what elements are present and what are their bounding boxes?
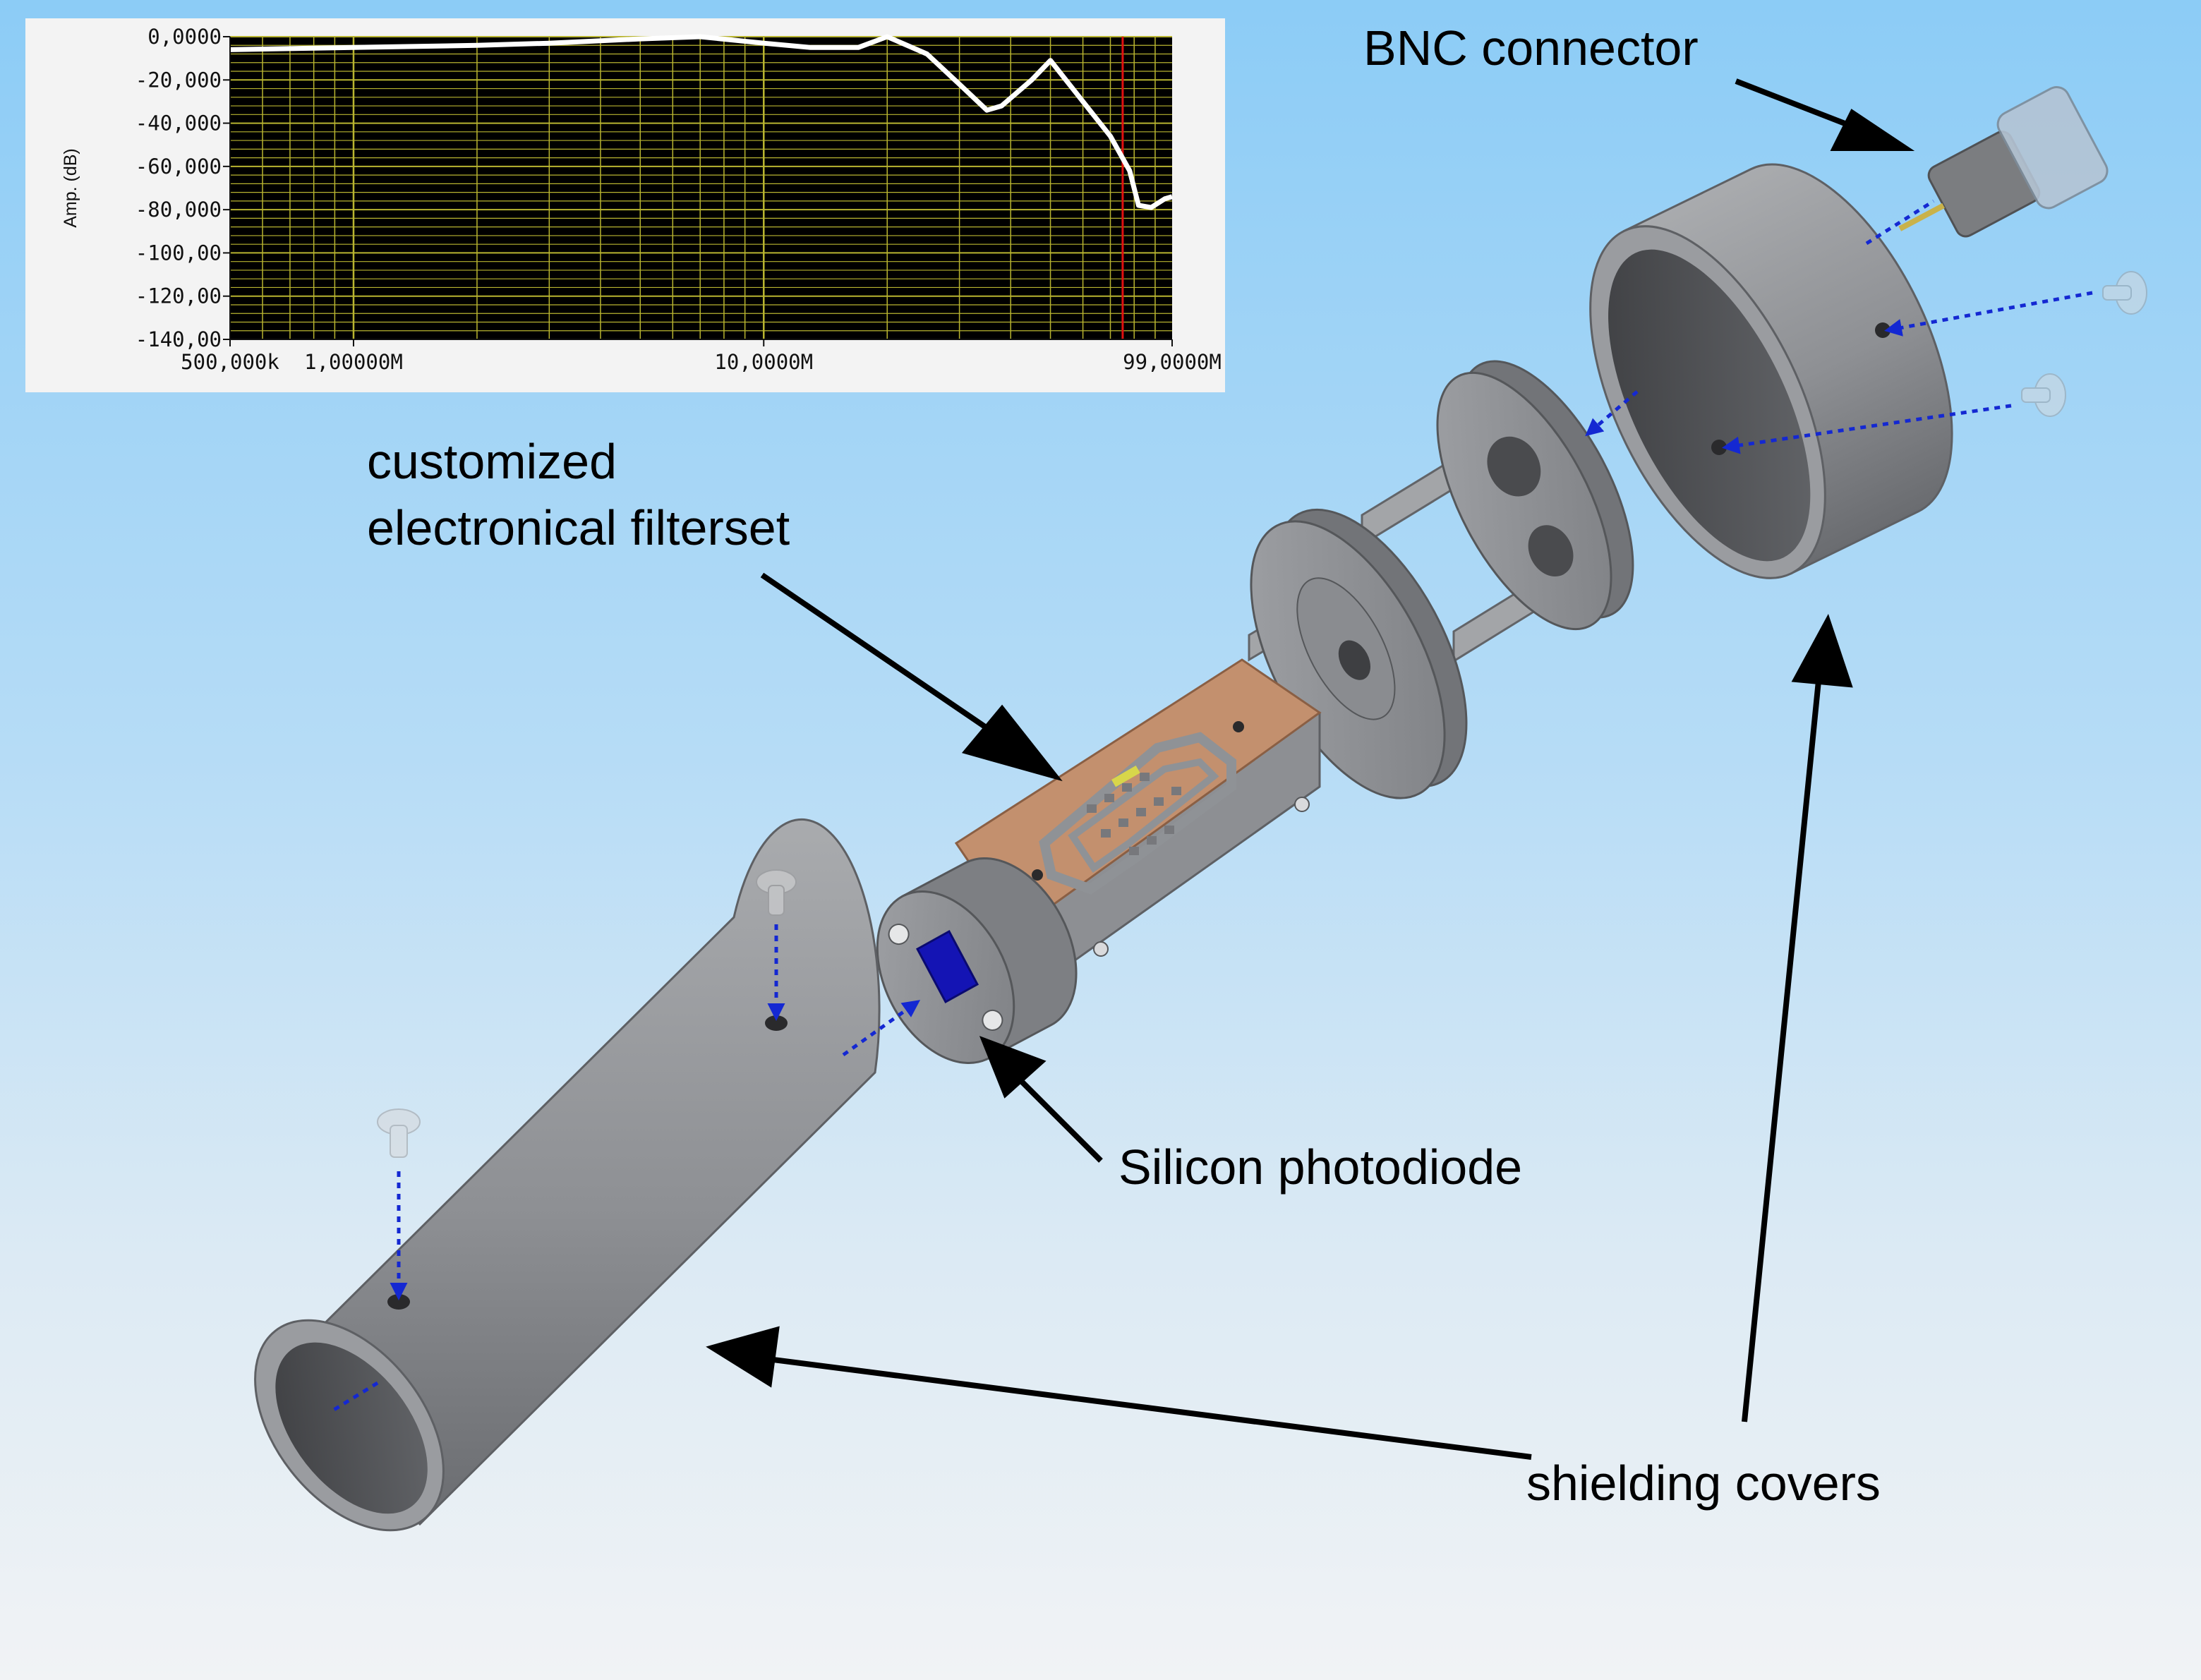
x-tick-label: 10,0000M [714,350,813,374]
frequency-response-chart: 0,0000 -20,000 -40,000 -60,000 -80,000 -100,0… [25,18,1225,392]
screw [2021,373,2066,417]
screw-hole [765,1015,788,1031]
arrowhead-bnc [1830,109,1915,151]
label-shielding-covers: shielding covers [1526,1456,1881,1511]
screw [377,1108,421,1158]
bnc-connector [1898,86,2109,238]
y-tick-label: -80,000 [135,198,222,222]
shielding-cover-small [254,818,881,1532]
y-tick-label: -20,000 [135,68,222,92]
label-filterset-line1: customized [367,434,617,489]
x-tick-label: 1,00000M [304,350,403,374]
screw-hole [1711,440,1727,455]
component-grid [1087,773,1181,855]
y-tick-label: 0,0000 [147,25,222,49]
arrowhead-photodiode [979,1036,1047,1099]
flange-disk [1436,360,1634,631]
screw [2102,271,2147,315]
label-filterset-line2: electronical filterset [367,500,790,555]
x-tick-labels: 500,000k 1,00000M 10,0000M 99,0000M [181,339,1222,374]
arrowhead-filterset [961,704,1063,782]
y-tick-label: -40,000 [135,111,222,135]
y-tick-label: -60,000 [135,155,222,179]
y-tick-label: -140,00 [135,327,222,351]
shielding-cover-large [1589,163,1953,579]
y-tick-label: -120,00 [135,284,222,308]
plot-area [230,37,1172,339]
label-silicon-photodiode: Silicon photodiode [1118,1140,1523,1195]
y-axis-label: Amp. (dB) [61,148,80,228]
y-tick-label: -100,00 [135,241,222,265]
amplitude-trace [229,34,1173,210]
arrowhead-cover-large [1791,613,1853,688]
label-bnc-connector: BNC connector [1363,20,1699,75]
chart-svg: 0,0000 -20,000 -40,000 -60,000 -80,000 -100,0… [61,25,1222,374]
arrowhead-cover-small [706,1326,780,1388]
flange-disk [1250,508,1468,799]
y-tick-labels: 0,0000 -20,000 -40,000 -60,000 -80,000 -100,0… [135,25,231,351]
x-tick-label: 500,000k [181,350,279,374]
yellow-component [1111,766,1140,787]
assembly-arrows [330,199,2093,1413]
callout-arrows [706,78,1915,1460]
screw [756,869,797,916]
x-tick-label: 99,0000M [1123,350,1222,374]
silicon-photodiode [915,929,979,1004]
